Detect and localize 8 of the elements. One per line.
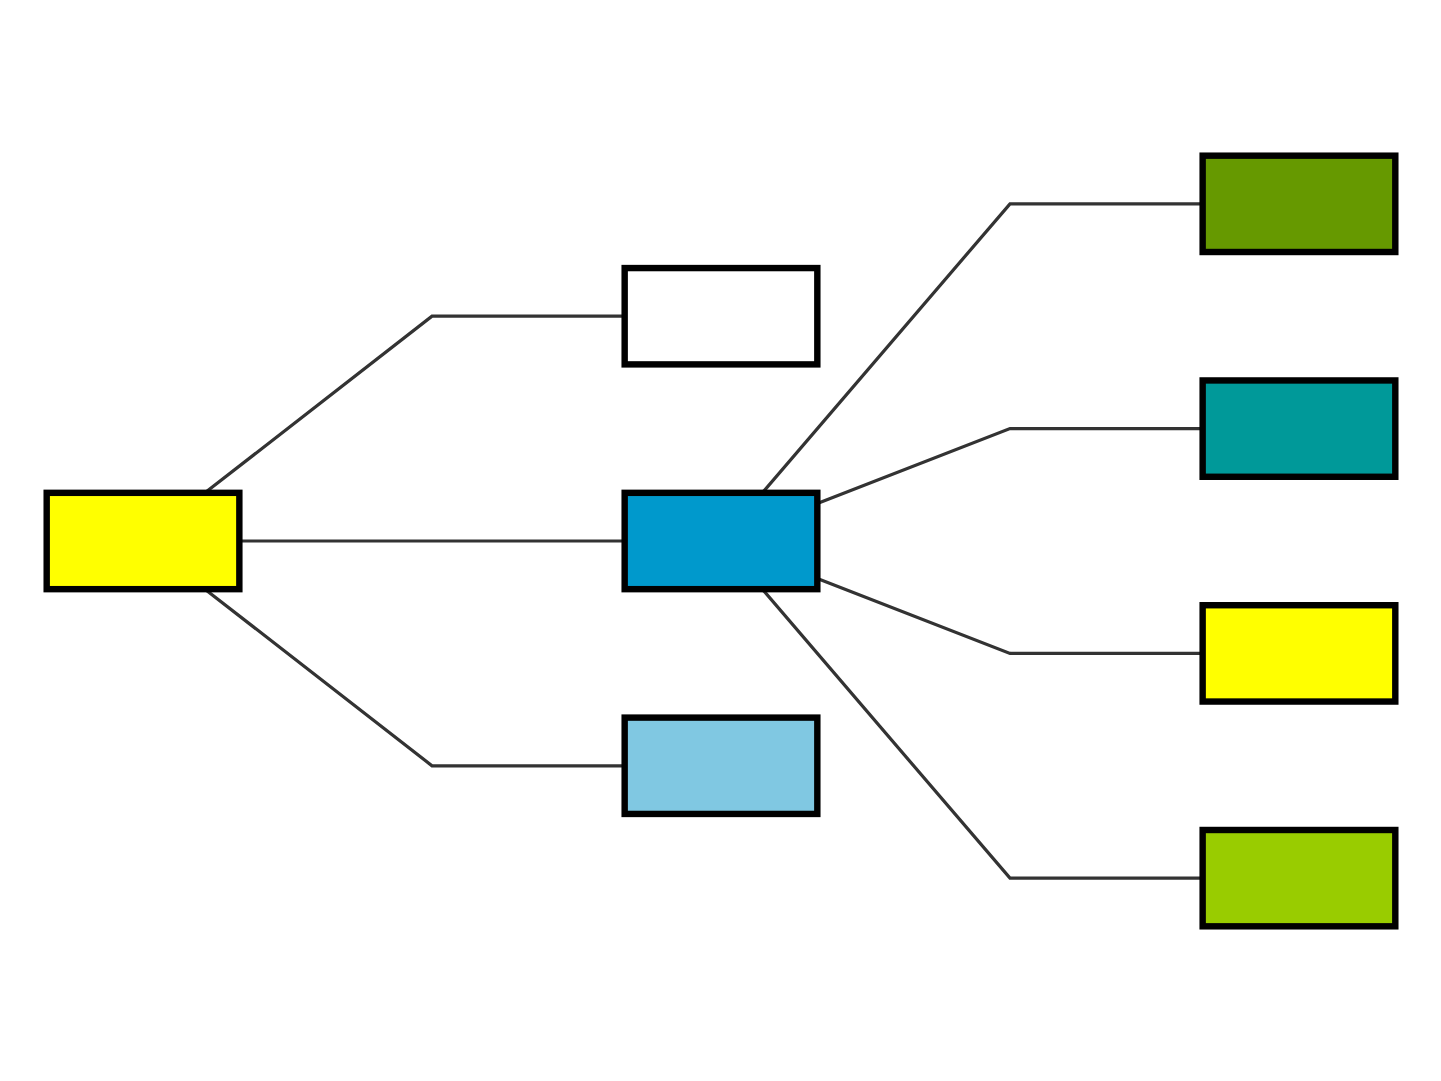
node-box	[1198, 151, 1398, 255]
node-box	[1198, 376, 1398, 480]
node-box	[620, 264, 821, 368]
node-box	[1198, 601, 1398, 705]
node-box	[43, 489, 243, 592]
node-box	[620, 713, 821, 817]
node-box	[1198, 826, 1398, 930]
node-box	[620, 489, 821, 592]
